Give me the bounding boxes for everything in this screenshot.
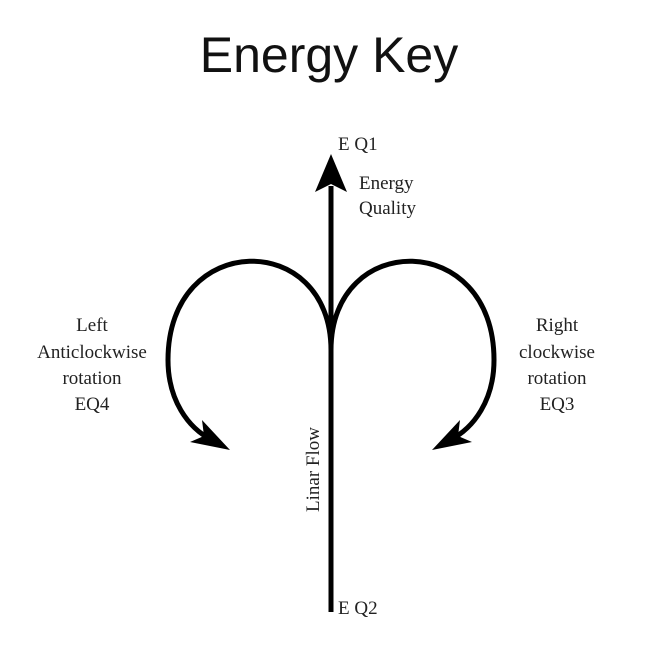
left-label-line-3: rotation [62, 368, 122, 389]
energy-quality-line-1: Energy [359, 173, 414, 194]
left-rotation-arc [165, 258, 334, 443]
linear-flow-label: Linar Flow [303, 427, 324, 512]
right-label-line-4: EQ3 [540, 394, 575, 415]
right-label-line-2: clockwise [519, 342, 595, 363]
left-label-line-2: Anticlockwise [37, 342, 147, 363]
right-label-line-1: Right [536, 315, 579, 336]
left-label-line-4: EQ4 [75, 394, 110, 415]
right-label-line-3: rotation [527, 368, 587, 389]
left-label-line-1: Left [76, 315, 108, 336]
bottom-pole-label: E Q2 [338, 598, 378, 619]
right-rotation-arc [328, 258, 497, 443]
up-arrowhead [315, 154, 347, 192]
left-arrowhead [190, 420, 230, 450]
diagram-title: Energy Key [199, 27, 459, 83]
top-pole-label: E Q1 [338, 134, 378, 155]
energy-quality-line-2: Quality [359, 198, 416, 219]
right-arrowhead [432, 420, 472, 450]
